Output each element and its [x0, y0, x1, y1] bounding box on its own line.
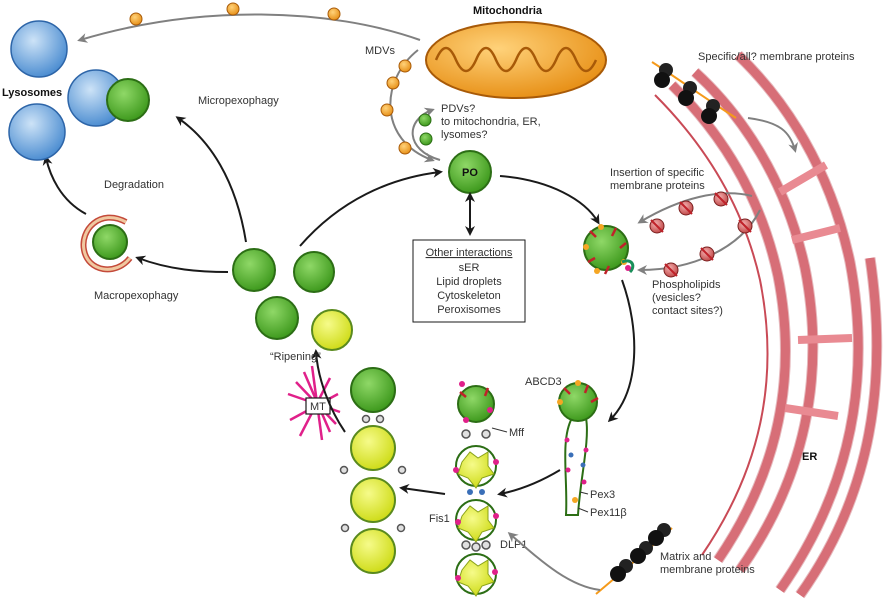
lysosomes [8, 20, 150, 161]
ripening-peroxisomes [232, 248, 353, 351]
degradation-arrow [42, 155, 87, 215]
er-vesicle-path-top [637, 192, 753, 224]
insertion-label: Insertion of specific membrane proteins [610, 167, 707, 192]
mdv-arc-to-lysosomes [77, 13, 421, 43]
elongated-to-division-arrow [497, 469, 561, 498]
fis1-label: Fis1 [429, 513, 450, 525]
elongating-peroxisome [557, 380, 599, 516]
degradation-label: Degradation [104, 179, 164, 191]
pex11b-pointer [577, 507, 589, 513]
micropexophagy-label: Micropexophagy [198, 95, 279, 107]
membrane-proteins-arrow [747, 117, 798, 153]
growing-peroxisome [583, 224, 635, 275]
mff-pointer [491, 427, 508, 433]
lysosomes-label: Lysosomes [2, 87, 62, 99]
mdv-dots-side [380, 59, 412, 155]
autophagosome [80, 214, 133, 273]
matrix-label: Matrix and membrane proteins [660, 551, 755, 576]
ripening-to-macropexophagy-arrow [135, 255, 229, 273]
mff-label: Mff [509, 427, 525, 439]
interactions-box [412, 239, 526, 323]
mitochondrion [425, 21, 607, 99]
interaction-item: Lipid droplets [436, 276, 502, 288]
mdvs-label: MDVs [365, 45, 395, 57]
pex3-pointer [579, 491, 589, 495]
interactions-title: Other interactions [426, 247, 513, 259]
interaction-item: Peroxisomes [437, 304, 501, 316]
pex3-label: Pex3 [590, 489, 615, 501]
interaction-item: Cytoskeleton [437, 290, 501, 302]
po-label: PO [462, 167, 478, 179]
ripening-label: “Ripening” [270, 351, 321, 363]
matrix-proteins-arrow [507, 532, 601, 591]
ripening-to-po-arrow [299, 167, 443, 247]
er-label: ER [802, 451, 817, 463]
abcd3-label: ABCD3 [525, 376, 562, 388]
pdvs-label: PDVs? to mitochondria, ER, lysomes? [441, 103, 544, 141]
mitochondria-label: Mitochondria [473, 5, 543, 17]
dividing-peroxisome [453, 381, 499, 597]
interaction-item: sER [459, 262, 480, 274]
macropexophagy-label: Macropexophagy [94, 290, 179, 302]
mdv-dots-top [129, 2, 341, 26]
membrane-proteins-label: Specific/all? membrane proteins [698, 51, 855, 63]
growing-to-elongated-arrow [607, 279, 636, 423]
er-vesicle-markers [650, 192, 752, 277]
pex11b-label: Pex11β [590, 507, 627, 519]
membrane-protein-ribosomes [651, 61, 737, 124]
daughters-to-ripening-arrow [311, 349, 346, 433]
ripening-to-micropexophagy-arrow [175, 116, 247, 243]
er-membranes [654, 51, 883, 599]
mt-label: MT [310, 401, 326, 413]
pdv-vesicles [418, 113, 433, 146]
phospholipids-label: Phospholipids (vesicles? contact sites?) [652, 279, 724, 317]
po-to-growing-arrow [499, 175, 600, 225]
daughter-peroxisomes [339, 367, 407, 574]
division-to-daughters-arrow [399, 484, 446, 495]
matrix-protein-ribosomes [595, 523, 673, 595]
